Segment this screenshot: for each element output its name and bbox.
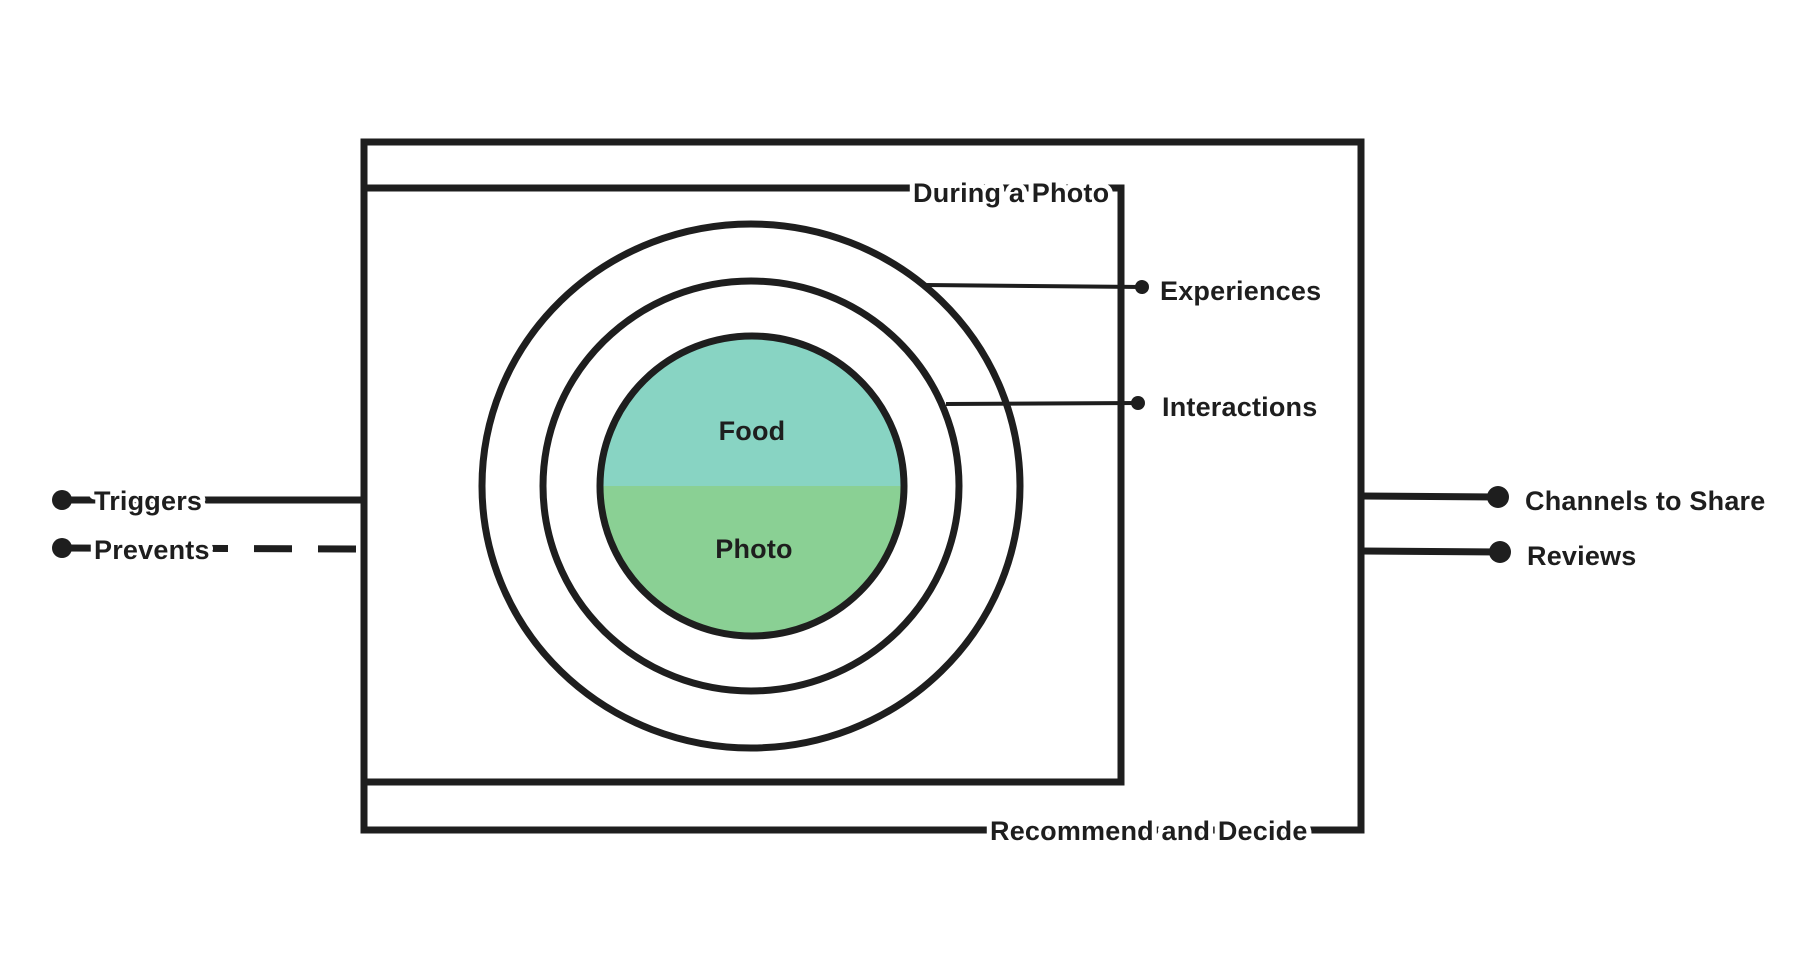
channels-connector [1360, 492, 1499, 501]
interactions-label: Interactions [1162, 392, 1317, 422]
inner-box [367, 184, 1125, 786]
reviews-label: Reviews [1527, 541, 1636, 571]
prevents-label: Prevents [94, 535, 210, 565]
interactions-dot [1131, 396, 1145, 410]
core-bottom-label: Photo [715, 534, 792, 564]
prevents-dot [52, 538, 72, 558]
experiences-leader [925, 283, 1143, 289]
core-outline [596, 332, 908, 640]
triggers-label: Triggers [94, 486, 202, 516]
outer-box-label: Recommend and Decide [990, 816, 1308, 846]
outer-box [360, 138, 1365, 834]
experiences-label: Experiences [1160, 276, 1321, 306]
core-top-half [603, 339, 901, 486]
inner-box-label: During a Photo [913, 178, 1109, 208]
middle-ring [539, 277, 963, 695]
channels-label: Channels to Share [1525, 486, 1765, 516]
prevents-connector [61, 544, 365, 553]
triggers-dot [52, 490, 72, 510]
outer-ring [478, 220, 1024, 752]
core-top-label: Food [719, 416, 786, 446]
experiences-dot [1135, 280, 1149, 294]
channels-dot [1487, 486, 1509, 508]
reviews-connector [1360, 547, 1501, 556]
reviews-dot [1489, 541, 1511, 563]
interactions-leader [945, 401, 1139, 406]
